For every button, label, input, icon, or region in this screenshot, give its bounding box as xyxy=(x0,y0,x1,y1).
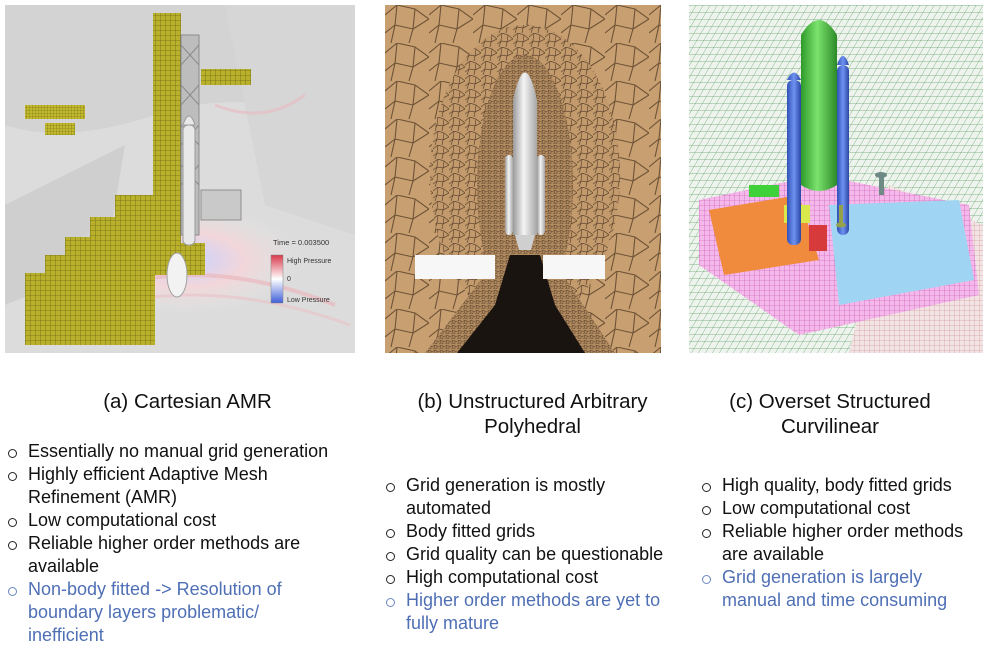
list-item: Reliable higher order methods are availa… xyxy=(700,520,985,566)
list-item: Grid quality can be questionable xyxy=(384,543,684,566)
polyhedral-mesh-image xyxy=(385,5,661,353)
list-item: Essentially no manual grid generation xyxy=(6,440,336,463)
title-b-line1: (b) Unstructured Arbitrary xyxy=(417,390,648,413)
polyhedral-bullet-list: Grid generation is mostly automated Body… xyxy=(384,474,684,635)
bullet-circle-icon xyxy=(702,529,711,538)
bullet-circle-icon xyxy=(8,518,17,527)
bullet-text: Low computational cost xyxy=(28,510,217,530)
title-a-text: (a) Cartesian AMR xyxy=(103,390,272,413)
bullet-text: High quality, body fitted grids xyxy=(722,475,952,495)
legend-high-label: High Pressure xyxy=(287,258,331,265)
bullet-text: Non-body fitted -> Resolution of boundar… xyxy=(28,579,282,645)
list-item: Body fitted grids xyxy=(384,520,684,543)
bullet-circle-icon xyxy=(386,483,395,492)
bullet-circle-icon xyxy=(386,529,395,538)
bullet-circle-icon xyxy=(8,541,17,550)
list-item-drawback: Higher order methods are yet to fully ma… xyxy=(384,589,684,635)
list-item: Low computational cost xyxy=(700,497,985,520)
title-b-line2: Polyhedral xyxy=(484,415,581,438)
list-item: Grid generation is mostly automated xyxy=(384,474,684,520)
bullet-circle-icon xyxy=(386,575,395,584)
overset-structured-title: (c) Overset Structured Curvilinear xyxy=(700,389,960,439)
bullet-text: Higher order methods are yet to fully ma… xyxy=(406,590,661,633)
bullet-circle-icon xyxy=(386,552,395,561)
cartesian-amr-image: Time = 0.003500 High Pressure 0 Low Pres… xyxy=(5,5,355,353)
bullet-circle-icon xyxy=(386,598,395,607)
list-item: Reliable higher order methods are availa… xyxy=(6,532,336,578)
list-item: High quality, body fitted grids xyxy=(700,474,985,497)
overset-bullet-list: High quality, body fitted grids Low comp… xyxy=(700,474,985,612)
list-item: Highly efficient Adaptive Mesh Refinemen… xyxy=(6,463,336,509)
legend-low-label: Low Pressure xyxy=(287,297,330,304)
polyhedral-mesh-illustration xyxy=(385,5,661,353)
title-c-line1: (c) Overset Structured xyxy=(729,390,931,413)
cartesian-amr-bullet-list: Essentially no manual grid generation Hi… xyxy=(6,440,336,647)
unstructured-polyhedral-title: (b) Unstructured Arbitrary Polyhedral xyxy=(395,389,670,439)
bullet-text: Grid generation is mostly automated xyxy=(406,475,606,518)
bullet-circle-icon xyxy=(702,483,711,492)
title-c-line2: Curvilinear xyxy=(781,415,879,438)
overset-grid-image xyxy=(689,5,983,353)
list-item-drawback: Grid generation is largely manual and ti… xyxy=(700,566,985,612)
bullet-text: Highly efficient Adaptive Mesh Refinemen… xyxy=(28,464,268,507)
bullet-text: Reliable higher order methods are availa… xyxy=(722,521,964,564)
bullet-circle-icon xyxy=(8,587,17,596)
list-item-drawback: Non-body fitted -> Resolution of boundar… xyxy=(6,578,336,647)
overset-grid-illustration xyxy=(689,5,983,353)
pressure-colorbar xyxy=(270,254,284,304)
list-item: High computational cost xyxy=(384,566,684,589)
list-item: Low computational cost xyxy=(6,509,336,532)
bullet-text: Low computational cost xyxy=(722,498,911,518)
bullet-text: Essentially no manual grid generation xyxy=(28,441,329,461)
bullet-circle-icon xyxy=(702,506,711,515)
cartesian-amr-title: (a) Cartesian AMR xyxy=(40,389,335,414)
bullet-text: Grid generation is largely manual and ti… xyxy=(722,567,948,610)
bullet-circle-icon xyxy=(8,472,17,481)
bullet-text: Grid quality can be questionable xyxy=(406,544,664,564)
legend-time-label: Time = 0.003500 xyxy=(273,238,329,247)
bullet-text: Reliable higher order methods are availa… xyxy=(28,533,301,576)
cartesian-amr-illustration: Time = 0.003500 High Pressure 0 Low Pres… xyxy=(5,5,355,353)
bullet-circle-icon xyxy=(702,575,711,584)
bullet-text: High computational cost xyxy=(406,567,599,587)
legend-zero-label: 0 xyxy=(287,276,291,283)
bullet-circle-icon xyxy=(8,449,17,458)
bullet-text: Body fitted grids xyxy=(406,521,536,541)
